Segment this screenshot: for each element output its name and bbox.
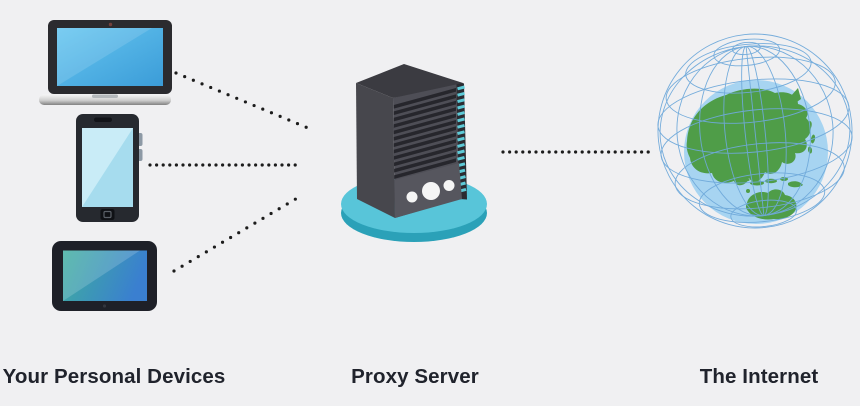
laptop-camera-dot xyxy=(108,22,113,27)
globe-wireframe xyxy=(657,33,853,229)
laptop-icon xyxy=(39,20,172,105)
server-top-face xyxy=(356,64,463,98)
connector-tablet-proxy xyxy=(172,195,301,273)
server-icon xyxy=(341,64,487,242)
tablet-screen xyxy=(63,250,147,301)
laptop-base xyxy=(39,94,171,105)
tablet-screen-glare xyxy=(63,250,140,301)
devices-label: Your Personal Devices xyxy=(2,365,226,388)
internet-label: The Internet xyxy=(699,365,819,388)
server-led-panel xyxy=(394,163,462,218)
smartphone-icon xyxy=(76,114,143,222)
phone-speaker xyxy=(94,117,112,122)
proxy-server-label: Proxy Server xyxy=(351,365,479,388)
tablet-icon xyxy=(52,241,157,311)
phone-home-button-inner xyxy=(103,210,112,219)
server-left-face xyxy=(356,83,395,218)
tablet-camera-dot xyxy=(102,304,107,308)
connector-laptop-proxy xyxy=(174,71,310,130)
phone-home-button xyxy=(100,209,115,220)
laptop-screen-glare xyxy=(57,28,152,86)
phone-screen-glare xyxy=(82,128,133,207)
laptop-screen xyxy=(57,28,163,86)
globe-icon xyxy=(657,33,853,229)
laptop-base-notch xyxy=(92,94,118,98)
connectors xyxy=(148,71,653,273)
